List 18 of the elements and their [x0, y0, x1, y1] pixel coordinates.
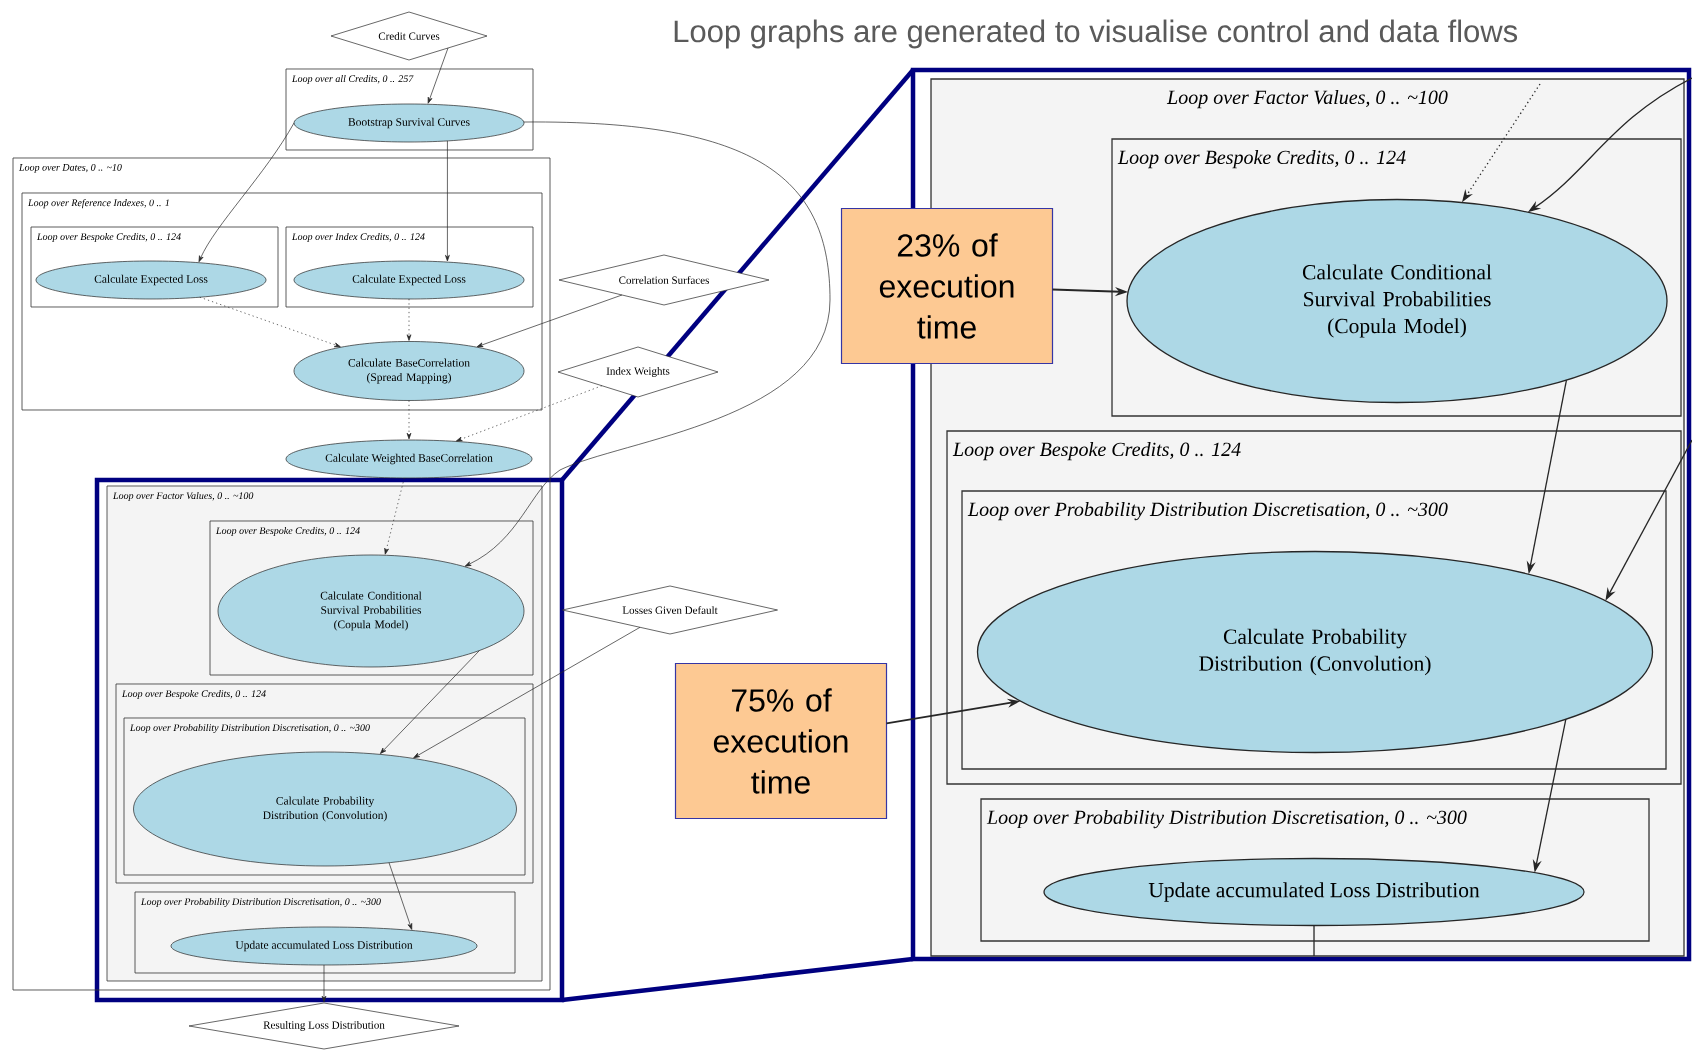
title: Loop graphs are generated to visualise control and data flows	[674, 19, 1518, 49]
arrow	[464, 121, 831, 567]
arrow	[427, 47, 449, 104]
arrow	[445, 140, 450, 262]
callout-box: 23% of execution time	[840, 207, 1054, 365]
arrow	[476, 294, 623, 348]
arrow	[413, 626, 641, 759]
connector-line	[1313, 924, 1315, 957]
arrow	[388, 862, 413, 930]
arrow	[380, 650, 480, 754]
arrow	[321, 964, 327, 1003]
arrow	[384, 477, 405, 555]
arrow	[199, 296, 341, 348]
arrow	[406, 400, 412, 440]
arrow	[198, 122, 295, 263]
arrow	[406, 298, 412, 341]
arrow	[456, 385, 603, 442]
callout-box: 75% of execution time	[674, 662, 888, 820]
